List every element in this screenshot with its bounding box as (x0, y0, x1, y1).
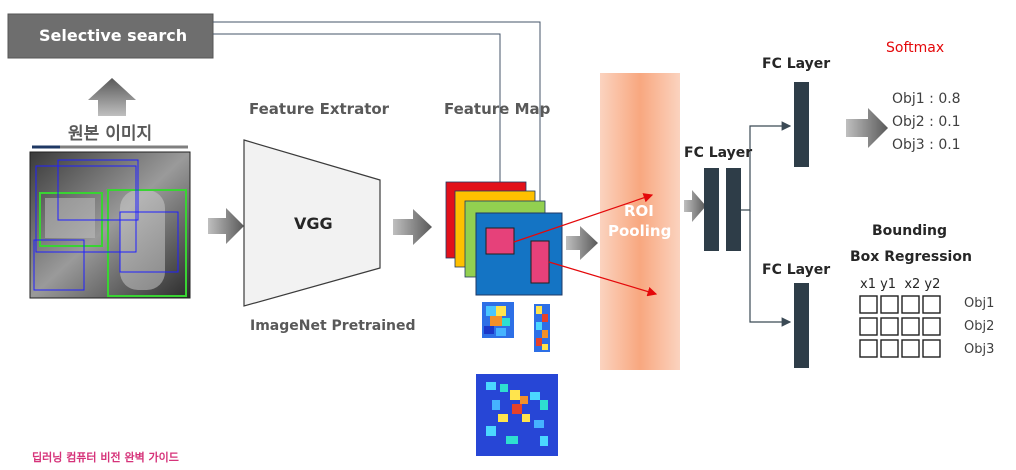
fc-bar-2 (726, 168, 741, 251)
softmax-output-2: Obj2 : 0.1 (892, 114, 961, 130)
roi-heatmap-small-2 (534, 304, 550, 352)
bbox-row-1: Obj1 (964, 296, 995, 311)
bbox-row-2: Obj2 (964, 319, 995, 334)
fc-layer-mid-label: FC Layer (684, 145, 753, 161)
vgg-label: VGG (294, 214, 333, 233)
bbox-row-3: Obj3 (964, 342, 995, 357)
up-arrow-icon (88, 78, 136, 116)
fc-bar-bottom (794, 283, 809, 368)
roi-pooling-label-1: ROI (624, 202, 654, 220)
fc-layer-bottom-label: FC Layer (762, 262, 831, 278)
roi-pooling-label-2: Pooling (608, 222, 672, 240)
softmax-arrow-icon (846, 108, 888, 148)
selective-search-box (7, 13, 214, 59)
feature-map-label: Feature Map (444, 100, 551, 118)
fc-bar-1 (704, 168, 719, 251)
bbox-title-line2: Box Regression (850, 249, 972, 265)
imagenet-label: ImageNet Pretrained (250, 318, 416, 334)
bbox-grid (859, 295, 941, 358)
arrow-to-fc-icon (684, 190, 706, 222)
softmax-label: Softmax (886, 40, 945, 56)
branch-connector-top (741, 121, 792, 211)
ss-connector-inner (213, 33, 501, 232)
selective-search-label: Selective search (39, 26, 188, 45)
fc-bar-top (794, 82, 809, 167)
original-image-label: 원본 이미지 (68, 124, 153, 144)
feature-extractor-label: Feature Extrator (249, 100, 390, 118)
softmax-output-3: Obj3 : 0.1 (892, 137, 961, 153)
ss-connector-outer (213, 21, 541, 205)
feature-heatmap-large (476, 374, 558, 456)
roi-pooling-box (600, 73, 680, 370)
vgg-trapezoid (243, 139, 381, 307)
arrow-to-roi-icon (566, 226, 598, 260)
branch-connector-bottom (749, 210, 792, 327)
arrow-to-vgg-icon (208, 208, 244, 244)
red-arrow-2 (548, 261, 658, 297)
bbox-title-line1: Bounding (872, 223, 948, 239)
red-arrow-1 (513, 193, 654, 243)
footer-text: 딥러닝 컴퓨터 비전 완벽 가이드 (32, 451, 179, 464)
fc-layer-top-label: FC Layer (762, 56, 831, 72)
roi-heatmap-small-1 (482, 302, 514, 338)
roi-region-2 (530, 240, 550, 284)
arrow-to-feature-map-icon (393, 209, 432, 245)
softmax-output-1: Obj1 : 0.8 (892, 91, 961, 107)
bbox-columns-label: x1 y1 x2 y2 (860, 277, 941, 292)
roi-region-1 (485, 227, 515, 255)
